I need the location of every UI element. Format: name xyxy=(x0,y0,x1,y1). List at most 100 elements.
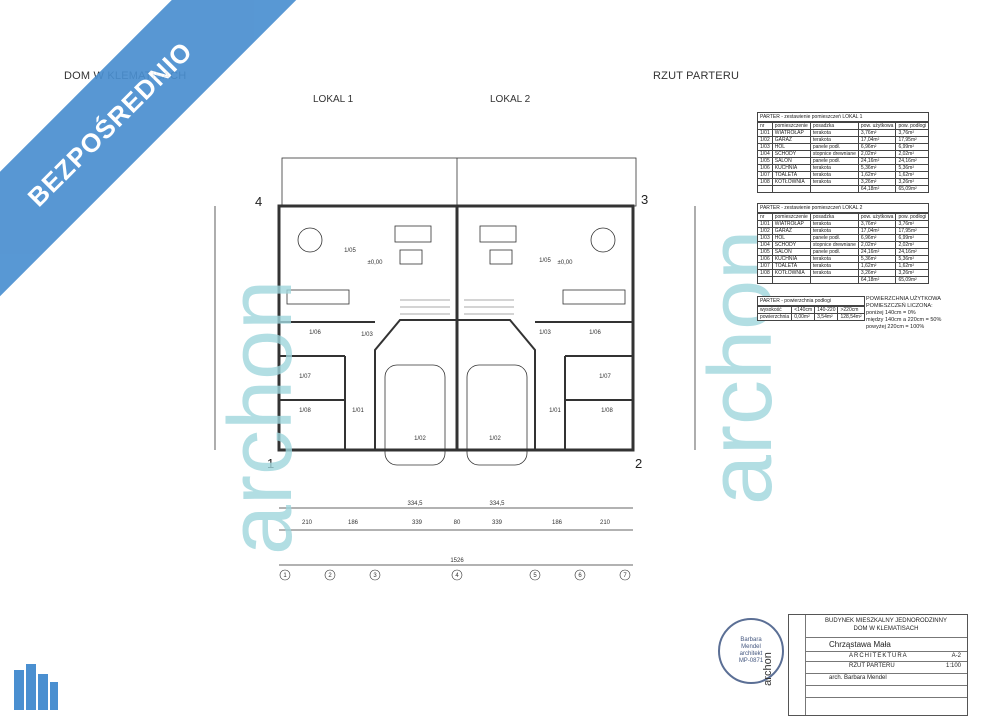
dimension-label: 210 xyxy=(302,520,313,526)
table-cell: 0,00m² xyxy=(791,313,816,321)
table-cell: 64,18m² xyxy=(857,185,897,193)
grid-label: 4 xyxy=(455,573,459,579)
dimension-total: 1526 xyxy=(450,558,464,564)
area-note-line: między 140cm a 220cm = 50% xyxy=(866,317,942,323)
table-cell: 1/08 xyxy=(757,178,773,186)
table-cell: 6,99m² xyxy=(895,143,930,151)
room-label: 1/01 xyxy=(352,408,364,414)
table-cell: 2,02m² xyxy=(857,150,897,158)
room-label: 1/02 xyxy=(489,436,501,442)
table-cell: SCHODY xyxy=(771,150,811,158)
table-cell: 24,16m² xyxy=(857,248,897,256)
table-cell: terakota xyxy=(809,262,859,270)
table-cell: nr xyxy=(757,213,773,221)
table-cell: posadzka xyxy=(809,213,859,221)
table-cell: 17,95m² xyxy=(895,227,930,235)
dimension-label: 186 xyxy=(552,520,563,526)
table-cell: 65,09m² xyxy=(895,185,930,193)
level-label: ±0,00 xyxy=(368,260,384,266)
title-block-author: arch. Barbara Mendel xyxy=(829,675,887,681)
table-cell: 3,26m² xyxy=(895,178,930,186)
room-label: 1/01 xyxy=(549,408,561,414)
stamp-line: Barbara xyxy=(740,637,762,643)
grid-label: 1 xyxy=(283,573,287,579)
title-block: archon BUDYNEK MIESZKALNY JEDNORODZINNY … xyxy=(762,614,968,716)
table-cell: 1,62m² xyxy=(857,171,897,179)
room-label: 1/07 xyxy=(599,374,611,380)
axis-label: 3 xyxy=(641,192,648,207)
room-table-lokal-2: PARTER - zestawienie pomieszczeń LOKAL 2… xyxy=(757,203,930,284)
room-label: 1/03 xyxy=(539,330,551,336)
table-cell: KOTŁOWNIA xyxy=(771,178,811,186)
table-cell: 2,02m² xyxy=(895,241,930,249)
stamp-line: MP-0871 xyxy=(738,658,764,664)
table-cell: 1/02 xyxy=(757,227,773,235)
table-cell: panele podł. xyxy=(809,157,859,165)
stamp-line: Mendel xyxy=(741,644,761,650)
table-cell: 1,62m² xyxy=(895,171,930,179)
table-cell: TOALETA xyxy=(771,262,811,270)
table-cell: panele podł. xyxy=(809,248,859,256)
dimension-label: 339 xyxy=(412,520,423,526)
table-cell: 1/06 xyxy=(757,255,773,263)
table-cell: GARAŻ xyxy=(771,136,811,144)
grid-label: 3 xyxy=(373,573,377,579)
table-cell: pomieszczenie xyxy=(771,213,811,221)
table-cell: pomieszczenie xyxy=(771,122,811,130)
document-title-right: RZUT PARTERU xyxy=(653,70,740,82)
title-block-scale: 1:100 xyxy=(945,663,961,669)
table-cell: 17,04m² xyxy=(857,136,897,144)
table-cell: 1/04 xyxy=(757,241,773,249)
area-note-title: POWIERZCHNIA UŻYTKOWA xyxy=(866,296,941,302)
table-cell: stopnice drewniane xyxy=(809,241,859,249)
room-label: 1/05 xyxy=(539,258,551,264)
table-cell: 2,02m² xyxy=(857,241,897,249)
area-note-line: powyżej 220cm = 100% xyxy=(866,324,925,330)
title-block-drawing: RZUT PARTERU xyxy=(849,663,895,669)
table-cell: 1/04 xyxy=(757,150,773,158)
architect-stamp: Barbara Mendel architekt MP-0871 xyxy=(718,618,784,684)
floor-plan: 1 2 3 4 5 6 7 210 186 339 80 339 186 210… xyxy=(214,157,696,581)
table-cell: 3,76m² xyxy=(857,129,897,137)
table-cell: 1/01 xyxy=(757,129,773,137)
table-cell: 6,96m² xyxy=(857,143,897,151)
brand-label: archon xyxy=(761,652,774,686)
dimension-label: 186 xyxy=(348,520,359,526)
table-cell xyxy=(771,276,811,284)
table-title: PARTER - zestawienie pomieszczeń LOKAL 2 xyxy=(757,203,930,213)
table-cell: 3,76m² xyxy=(895,220,930,228)
table-cell: 1,62m² xyxy=(857,262,897,270)
lokal-2-label: LOKAL 2 xyxy=(490,94,531,105)
table-cell: panele podł. xyxy=(809,234,859,242)
table-cell xyxy=(809,185,859,193)
room-table-lokal-1: PARTER - zestawienie pomieszczeń LOKAL 1… xyxy=(757,112,930,193)
table-cell: 65,09m² xyxy=(895,276,930,284)
table-cell: WIATROŁAP xyxy=(771,220,811,228)
table-cell: terakota xyxy=(809,171,859,179)
table-cell: 17,95m² xyxy=(895,136,930,144)
table-title: PARTER - powierzchnia podłogi xyxy=(757,296,865,306)
table-cell: 3,76m² xyxy=(857,220,897,228)
table-cell xyxy=(757,185,773,193)
axis-label: 2 xyxy=(635,456,642,471)
table-cell: 3,26m² xyxy=(857,269,897,277)
title-block-line2: DOM W KLEMATISACH xyxy=(853,626,919,632)
table-cell xyxy=(771,185,811,193)
room-label: 1/05 xyxy=(344,248,356,254)
area-note-sub: POMIESZCZEŃ LICZONA: xyxy=(866,303,933,309)
